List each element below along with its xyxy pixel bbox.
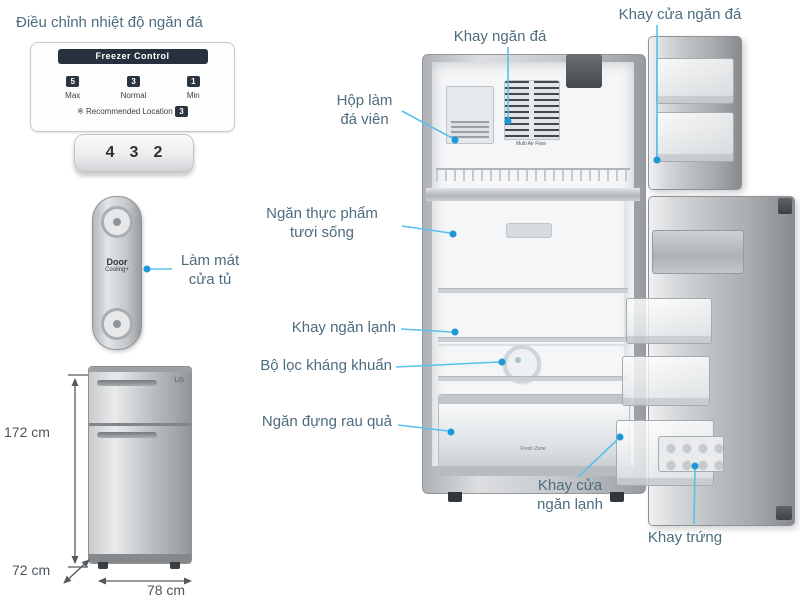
callout-freezer-tray: Khay ngăn đá [430, 27, 570, 46]
freezer-control-levels: 5 Max 3 Normal 1 Min [45, 71, 220, 100]
multi-air-flow-vent [504, 80, 560, 140]
glass-shelf-1 [438, 288, 628, 293]
fridge-foot [98, 562, 108, 569]
callout-ice-box: Hộp làm đá viên [312, 91, 417, 129]
small-fridge-top-edge [89, 367, 191, 372]
interior-lamp [506, 223, 552, 238]
callout-veg-drawer: Ngăn đựng rau quả [230, 412, 392, 431]
lg-logo: LG [174, 377, 184, 384]
level-max: 5 Max [65, 71, 80, 100]
freezer-door-bin-lower [656, 112, 734, 162]
fridge-door-handle [97, 432, 157, 438]
freezer-door-handle [97, 380, 157, 386]
callout-chill-door-tray-line2: ngăn lạnh [537, 496, 603, 513]
door-cooling-badge: Door Cooling+ [93, 257, 141, 273]
callout-freezer-door-tray-text: Khay cửa ngăn đá [618, 6, 742, 23]
badge-line1: Door [106, 257, 128, 267]
badge-line2: Cooling+ [105, 267, 129, 273]
level-min-label: Min [186, 91, 200, 100]
glass-shelf-2-edge [438, 344, 628, 346]
callout-chill-tray: Khay ngăn lạnh [246, 318, 396, 337]
callout-ice-box-line2: đá viên [340, 111, 389, 128]
vent-center-dot [113, 218, 121, 226]
cabinet-bottom [432, 466, 634, 476]
vegetable-drawer [438, 394, 630, 468]
door-cooling-vent-bottom [101, 308, 133, 340]
freezer-wire-shelf [436, 168, 630, 181]
fridge-foot [170, 562, 180, 569]
freezer-control-title: Freezer Control [57, 49, 208, 64]
depth-arrow [63, 559, 90, 584]
callout-veg-drawer-text: Ngăn đựng rau quả [261, 413, 392, 430]
dial-number-2: 2 [153, 144, 163, 161]
dial-number-4: 4 [105, 144, 115, 161]
level-min: 1 Min [186, 71, 200, 100]
callout-fresh-food: Ngăn thực phẩm tươi sống [238, 204, 406, 242]
small-fridge-base [89, 554, 191, 563]
dot-door-cooling [143, 265, 151, 273]
callout-filter-text: Bộ lọc kháng khuẩn [260, 357, 392, 374]
level-normal-number: 3 [127, 76, 141, 87]
cabinet-foot-left [448, 492, 462, 502]
callout-egg-tray: Khay trứng [628, 528, 742, 547]
callout-chill-tray-text: Khay ngăn lạnh [291, 319, 396, 336]
interior-left-wall [432, 201, 442, 476]
recommended-location: ※ Recommended Location 3 [31, 106, 234, 117]
callout-door-cooling: Làm mát cửa tủ [166, 251, 254, 289]
door-cooling-vent-top [101, 206, 133, 238]
temperature-dial: 4 3 2 [74, 134, 194, 172]
dimension-width: 78 cm [146, 582, 186, 598]
callout-door-cooling-line2: cửa tủ [188, 271, 232, 288]
filter-core [515, 357, 521, 363]
top-hinge-cover [566, 54, 602, 88]
callout-freezer-door-tray: Khay cửa ngăn đá [604, 5, 756, 24]
vent-label: Multi Air Flow [516, 141, 546, 147]
cabinet-foot-right [610, 492, 624, 502]
recommended-location-value: 3 [174, 106, 188, 117]
recommended-location-label: ※ Recommended Location [77, 107, 173, 116]
dial-number-3: 3 [129, 144, 139, 161]
callout-door-cooling-line1: Làm mát [180, 252, 240, 269]
vent-center-dot [113, 320, 121, 328]
small-fridge: LG [88, 366, 192, 564]
callout-fresh-food-line1: Ngăn thực phẩm [266, 205, 378, 222]
egg-tray [658, 436, 724, 472]
callout-fresh-food-line2: tươi sống [289, 224, 355, 241]
drawer-rail [439, 395, 629, 404]
callout-chill-door-tray-line1: Khay cửa [537, 477, 603, 494]
callout-filter: Bộ lọc kháng khuẩn [228, 356, 392, 375]
level-normal-label: Normal [120, 91, 147, 100]
freezer-door-bin-upper [656, 58, 734, 104]
callout-freezer-tray-text: Khay ngăn đá [453, 28, 547, 45]
vent-divider [529, 81, 534, 139]
door-divider [89, 423, 191, 426]
glass-shelf-3 [438, 376, 628, 381]
ice-box-slats [451, 121, 489, 139]
door-cooling-component: Door Cooling+ [92, 196, 142, 350]
callout-chill-door-tray: Khay cửa ngăn lạnh [506, 476, 634, 514]
dimension-depth: 72 cm [12, 562, 51, 578]
level-max-label: Max [65, 91, 81, 100]
compartment-divider [426, 188, 640, 201]
freezer-control-panel: Freezer Control 5 Max 3 Normal 1 Min ※ R… [30, 42, 235, 132]
door-hinge-middle [778, 198, 792, 214]
door-hinge-bottom [776, 506, 792, 520]
callout-egg-tray-text: Khay trứng [647, 529, 723, 546]
door-bin-lower [622, 356, 710, 406]
level-min-number: 1 [186, 76, 200, 87]
glass-shelf-2 [438, 337, 628, 342]
level-max-number: 5 [66, 76, 80, 87]
callout-ice-box-line1: Hộp làm [336, 92, 393, 109]
level-normal: 3 Normal [120, 71, 147, 100]
ice-cube-box [446, 86, 494, 144]
dimension-height: 172 cm [4, 424, 50, 440]
callout-freezer-temp: Điều chỉnh nhiệt độ ngăn đá [16, 13, 246, 32]
dairy-bin-covered [652, 230, 744, 274]
callout-freezer-temp-text: Điều chỉnh nhiệt độ ngăn đá [16, 14, 203, 31]
drawer-label: Fresh Zone [520, 446, 546, 452]
door-bin-middle [626, 298, 712, 344]
